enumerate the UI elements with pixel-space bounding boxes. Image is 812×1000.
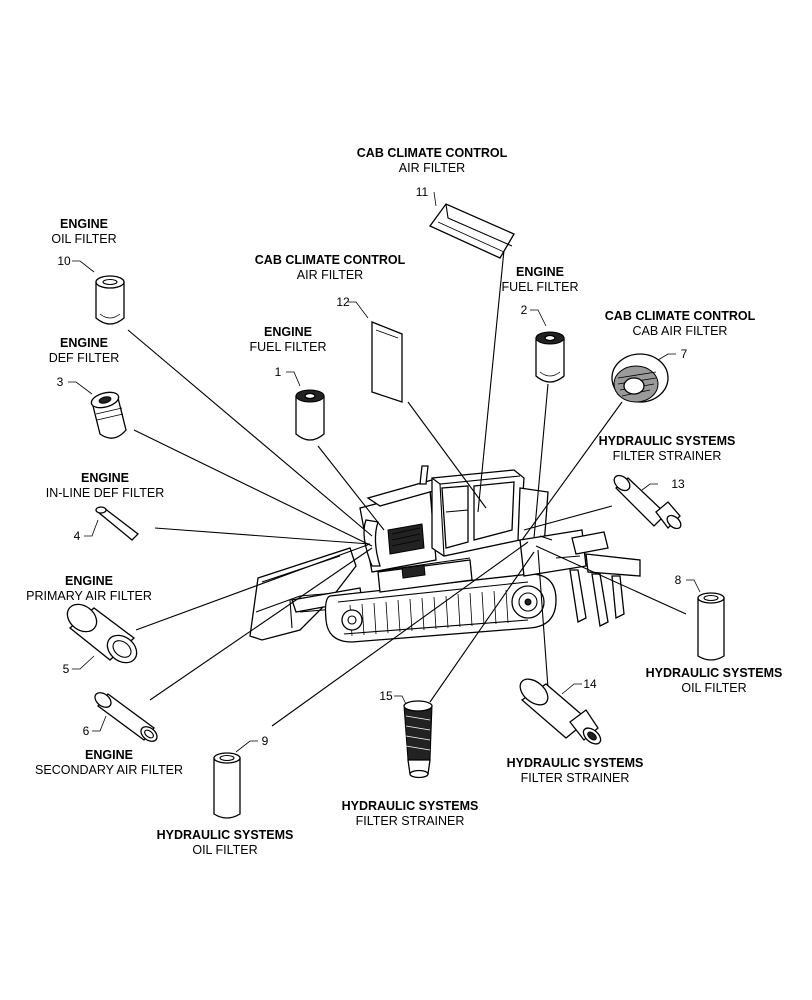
callout-system-label: ENGINE <box>516 265 564 279</box>
number-leader-ticks <box>68 191 701 753</box>
item-number: 5 <box>62 662 70 676</box>
callout-part-label: FILTER STRAINER <box>612 449 722 463</box>
callout-system-label: HYDRAULIC SYSTEMS <box>506 756 644 770</box>
crawler-dozer-illustration <box>249 465 641 643</box>
callout-system-label: HYDRAULIC SYSTEMS <box>341 799 479 813</box>
callout-10: ENGINE OIL FILTER <box>0 217 214 247</box>
item-number: 2 <box>520 303 528 317</box>
part-10-engine-oil-filter <box>95 275 125 325</box>
part-8-hydraulic-oil-filter <box>697 592 725 661</box>
callout-part-label: FILTER STRAINER <box>520 771 630 785</box>
callout-7: CAB CLIMATE CONTROL CAB AIR FILTER <box>550 309 810 339</box>
callout-12: CAB CLIMATE CONTROL AIR FILTER <box>200 253 460 283</box>
callout-part-label: OIL FILTER <box>681 681 747 695</box>
callout-system-label: CAB CLIMATE CONTROL <box>356 146 508 160</box>
callout-11: CAB CLIMATE CONTROL AIR FILTER <box>302 146 562 176</box>
callout-3: ENGINE DEF FILTER <box>0 336 214 366</box>
callout-part-label: FILTER STRAINER <box>355 814 465 828</box>
part-7-cab-air-filter <box>611 353 669 403</box>
item-number: 4 <box>73 529 81 543</box>
item-number: 14 <box>583 677 597 691</box>
callout-6: ENGINE SECONDARY AIR FILTER <box>0 748 239 778</box>
item-number: 12 <box>336 295 350 309</box>
callout-part-label: CAB AIR FILTER <box>632 324 728 338</box>
part-4-in-line-def-filter <box>95 506 139 541</box>
part-13-hydraulic-filter-strainer <box>613 474 682 530</box>
callout-system-label: ENGINE <box>60 336 108 350</box>
callout-part-label: OIL FILTER <box>51 232 117 246</box>
item-number: 1 <box>274 365 282 379</box>
callout-system-label: ENGINE <box>60 217 108 231</box>
callout-13: HYDRAULIC SYSTEMS FILTER STRAINER <box>537 434 797 464</box>
callout-15: HYDRAULIC SYSTEMS FILTER STRAINER <box>280 799 540 829</box>
item-number: 11 <box>415 185 429 199</box>
item-number: 8 <box>674 573 682 587</box>
part-9-hydraulic-oil-filter <box>213 752 241 819</box>
callout-1: ENGINE FUEL FILTER <box>158 325 418 355</box>
callout-system-label: HYDRAULIC SYSTEMS <box>156 828 294 842</box>
part-11-cab-air-filter <box>429 203 515 259</box>
callout-system-label: ENGINE <box>85 748 133 762</box>
item-number: 3 <box>56 375 64 389</box>
part-14-hydraulic-filter-strainer <box>519 678 602 745</box>
callout-part-label: FUEL FILTER <box>249 340 327 354</box>
callout-4: ENGINE IN-LINE DEF FILTER <box>0 471 235 501</box>
part-12-cab-air-filter <box>371 321 403 403</box>
callout-system-label: CAB CLIMATE CONTROL <box>254 253 406 267</box>
callout-part-label: SECONDARY AIR FILTER <box>35 763 183 777</box>
part-5-primary-air-filter <box>66 603 138 664</box>
item-number: 10 <box>57 254 71 268</box>
callout-part-label: AIR FILTER <box>296 268 364 282</box>
part-1-engine-fuel-filter <box>295 389 325 441</box>
callout-8: HYDRAULIC SYSTEMS OIL FILTER <box>584 666 812 696</box>
part-2-engine-fuel-filter <box>535 331 565 383</box>
part-15-hydraulic-filter-strainer <box>403 700 433 779</box>
callout-part-label: DEF FILTER <box>48 351 120 365</box>
callout-part-label: AIR FILTER <box>398 161 466 175</box>
callout-part-label: FUEL FILTER <box>501 280 579 294</box>
callout-5: ENGINE PRIMARY AIR FILTER <box>0 574 219 604</box>
item-number: 6 <box>82 724 90 738</box>
callout-system-label: ENGINE <box>65 574 113 588</box>
callout-part-label: OIL FILTER <box>192 843 258 857</box>
item-number: 7 <box>680 347 688 361</box>
callout-part-label: IN-LINE DEF FILTER <box>45 486 165 500</box>
callout-system-label: HYDRAULIC SYSTEMS <box>645 666 783 680</box>
callout-part-label: PRIMARY AIR FILTER <box>26 589 152 603</box>
item-number: 9 <box>261 734 269 748</box>
item-number: 15 <box>379 689 393 703</box>
callout-2: ENGINE FUEL FILTER <box>410 265 670 295</box>
part-3-def-filter <box>90 391 127 439</box>
callout-system-label: CAB CLIMATE CONTROL <box>604 309 756 323</box>
callout-9: HYDRAULIC SYSTEMS OIL FILTER <box>95 828 355 858</box>
item-number: 13 <box>671 477 685 491</box>
callout-14: HYDRAULIC SYSTEMS FILTER STRAINER <box>445 756 705 786</box>
leader-lines <box>127 239 687 727</box>
part-6-secondary-air-filter <box>94 692 158 742</box>
callout-system-label: HYDRAULIC SYSTEMS <box>598 434 736 448</box>
callout-system-label: ENGINE <box>264 325 312 339</box>
callout-system-label: ENGINE <box>81 471 129 485</box>
